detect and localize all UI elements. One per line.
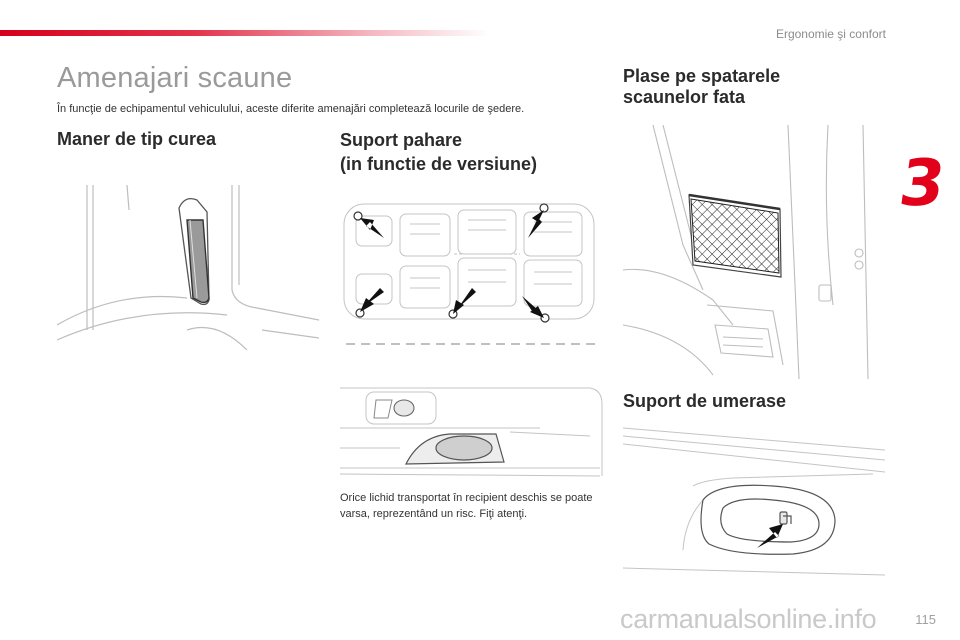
- section-divider: [346, 340, 596, 348]
- seatback-nets-heading: Plase pe spatarele scaunelor fata: [623, 66, 853, 108]
- strap-heading: Maner de tip curea: [57, 129, 217, 149]
- section-header: Ergonomie şi confort: [775, 27, 886, 41]
- seatback-net-illustration: [623, 125, 885, 380]
- coat-hanger-heading: Suport de umerase: [623, 391, 787, 411]
- seatback-nets-heading-line1: Plase pe spatarele: [623, 66, 781, 86]
- page-title: Amenajari scaune: [57, 62, 293, 94]
- cup-holder-heading-line2: (in functie de versiune): [340, 154, 538, 174]
- watermark: carmanualsonline.info: [620, 604, 877, 634]
- chapter-number: 3: [894, 147, 950, 221]
- cup-holder-heading: Suport pahare (in functie de versiune): [340, 128, 610, 176]
- seatback-nets-heading-line2: scaunelor fata: [623, 87, 746, 107]
- caution-text: Orice lichid transportat în recipient de…: [340, 492, 593, 520]
- strap-handle-illustration: [57, 180, 319, 360]
- cup-holder-heading-line1: Suport pahare: [340, 130, 463, 150]
- cup-holder-plan-illustration: [340, 190, 604, 330]
- cup-holder-detail-illustration: [340, 384, 604, 484]
- coat-hanger-illustration: [623, 420, 885, 580]
- page-number: 115: [915, 612, 936, 627]
- header-accent-bar: [0, 30, 490, 36]
- intro-text: În funcţie de echipamentul vehiculului, …: [57, 103, 525, 115]
